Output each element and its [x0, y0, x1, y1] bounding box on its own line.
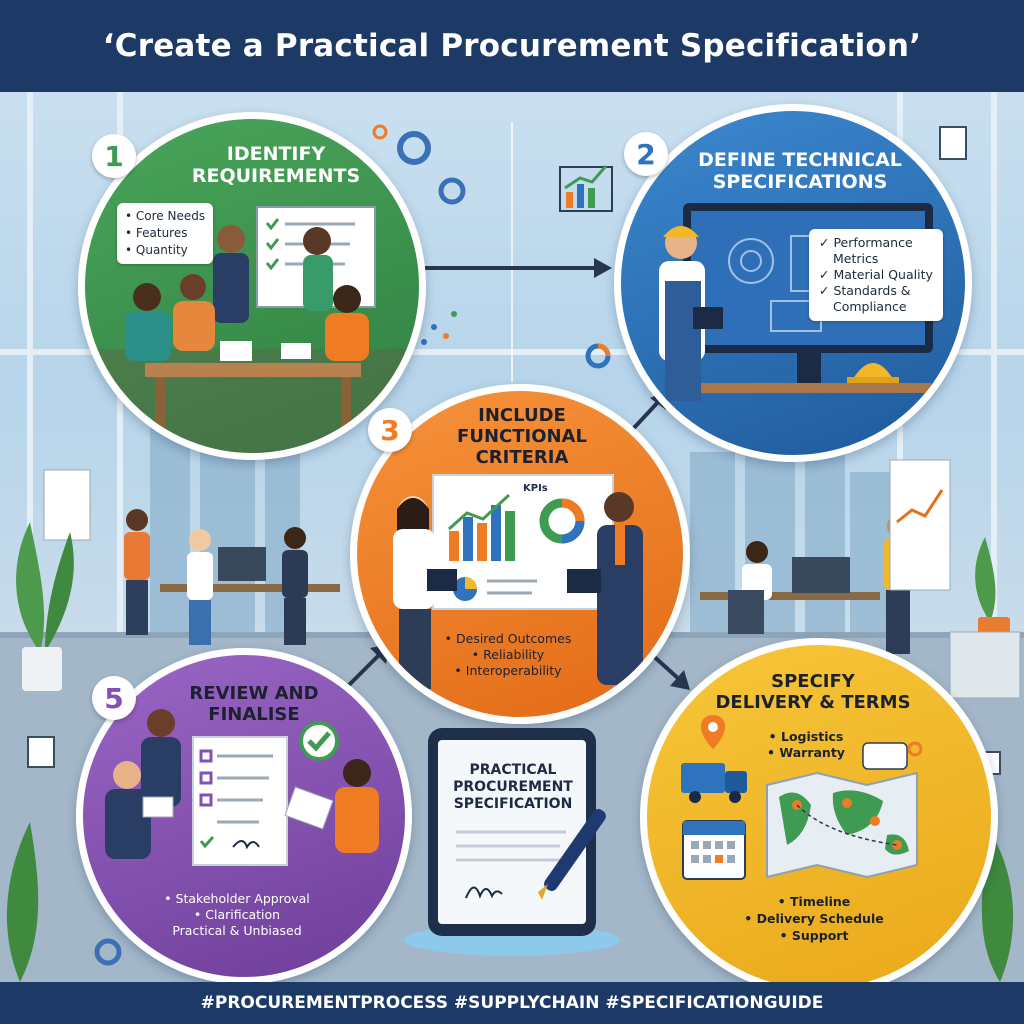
step-3-badge: 3 — [368, 408, 412, 452]
list-item: ✓ Standards & — [819, 283, 911, 298]
step-5-badge: 5 — [92, 676, 136, 720]
tablet-illustration — [404, 728, 620, 956]
list-item: • Clarification — [193, 907, 281, 922]
list-item: • Support — [779, 928, 849, 943]
hashtag-footer: #PROCUREMENTPROCESS #SUPPLYCHAIN #SPECIF… — [0, 982, 1024, 1024]
technical-spec-list: ✓ Performance Metrics ✓ Material Quality… — [809, 229, 943, 321]
list-item: • Stakeholder Approval — [164, 891, 310, 906]
list-item: ✓ Performance — [819, 235, 913, 250]
step-1-badge: 1 — [92, 134, 136, 178]
step-2-badge: 2 — [624, 132, 668, 176]
step-3-title: Include Functional Criteria — [457, 405, 587, 468]
step-2-title: Define Technical Specifications — [698, 149, 902, 193]
list-item: • Delivery Schedule — [744, 911, 884, 926]
step-1-title: Identify Requirements — [191, 143, 361, 187]
step-4-title: Specify Delivery & Terms — [715, 671, 911, 713]
functional-criteria-list: • Desired Outcomes • Reliability • Inter… — [433, 631, 583, 679]
requirements-list: • Core Needs • Features • Quantity — [117, 203, 214, 264]
list-item: • Core Needs — [125, 209, 206, 223]
delivery-illustration — [681, 715, 923, 880]
list-item: • Logistics — [768, 729, 844, 744]
step-5-title: Review and Finalise — [189, 683, 319, 725]
review-illustration — [105, 709, 379, 866]
delivery-terms-list-bottom: • Timeline • Delivery Schedule • Support — [739, 893, 889, 944]
list-item: • Interoperability — [454, 663, 562, 678]
delivery-terms-list-top: • Logistics • Warranty — [751, 729, 861, 761]
step-3-circle: KPIs Include Functional Criteria • Desir… — [350, 384, 690, 724]
list-item: • Warranty — [767, 745, 845, 760]
arrow-1-to-2 — [422, 258, 612, 278]
list-item: Compliance — [833, 299, 907, 314]
list-item: • Quantity — [125, 243, 188, 257]
page-title: ‘Create a Practical Procurement Specific… — [0, 0, 1024, 92]
tablet-label: PRACTICAL PROCUREMENT SPECIFICATION — [453, 762, 573, 812]
list-item: • Timeline — [777, 894, 851, 909]
review-list: • Stakeholder Approval • Clarification P… — [139, 891, 335, 939]
list-item: Metrics — [833, 251, 879, 266]
step-1-circle: • Core Needs • Features • Quantity Ident… — [78, 112, 426, 460]
list-item: • Features — [125, 226, 188, 240]
step-4-circle: Specify Delivery & Terms • Logistics • W… — [640, 638, 998, 996]
list-item: • Desired Outcomes — [444, 631, 572, 646]
meeting-illustration — [85, 206, 419, 453]
list-item: Practical & Unbiased — [172, 923, 302, 938]
kpi-label: KPIs — [523, 483, 548, 494]
list-item: ✓ Material Quality — [819, 267, 933, 282]
list-item: • Reliability — [471, 647, 545, 662]
kpi-illustration — [393, 474, 643, 689]
step-2-circle: ✓ Performance Metrics ✓ Material Quality… — [614, 104, 972, 462]
